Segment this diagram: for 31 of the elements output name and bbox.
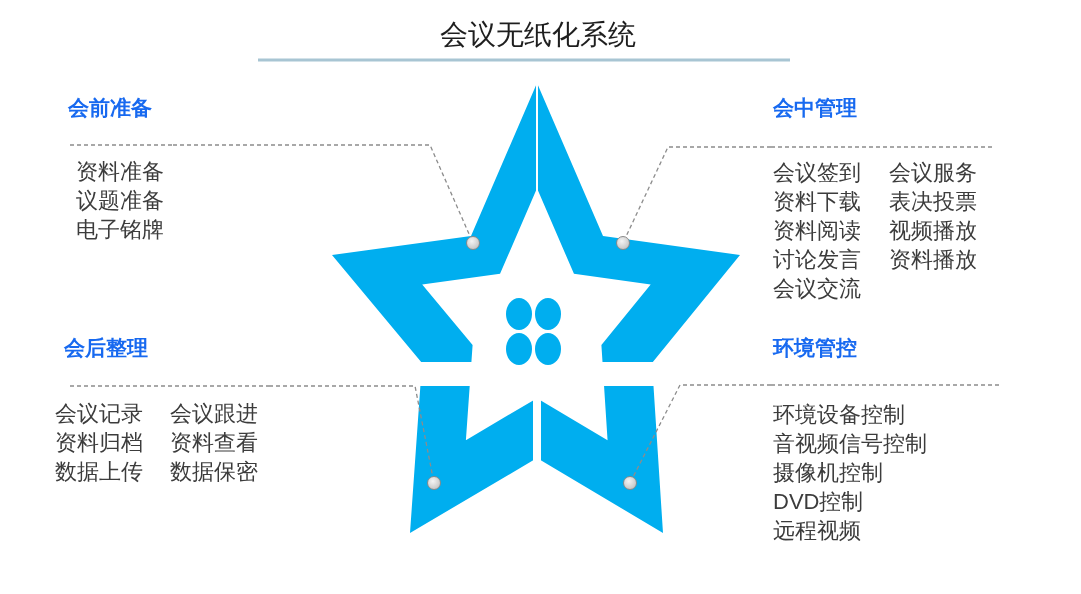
list-item: DVD控制	[773, 488, 864, 516]
list-item: 资料播放	[889, 246, 977, 274]
list-item: 资料归档	[55, 429, 143, 457]
list-item: 会议交流	[773, 275, 861, 303]
list-item: 会议服务	[889, 159, 977, 187]
list-item: 会议记录	[55, 400, 143, 428]
list-item: 资料查看	[170, 429, 258, 457]
section-heading: 会后整理	[64, 335, 148, 361]
section-heading: 会前准备	[68, 95, 152, 121]
leader-line	[632, 384, 772, 478]
dot-marker	[616, 236, 630, 250]
list-item: 资料准备	[76, 158, 164, 186]
list-item: 议题准备	[76, 187, 164, 215]
list-item: 电子铭牌	[76, 216, 164, 244]
list-item: 资料阅读	[773, 217, 861, 245]
section-heading: 会中管理	[773, 95, 857, 121]
list-item: 会议签到	[773, 159, 861, 187]
title: 会议无纸化系统	[439, 19, 636, 50]
list-item: 数据保密	[170, 458, 258, 486]
list-item: 表决投票	[889, 188, 977, 216]
list-item: 视频播放	[889, 217, 977, 245]
list-item: 数据上传	[55, 458, 143, 486]
list-item: 环境设备控制	[773, 401, 905, 429]
list-item: 会议跟进	[170, 400, 258, 428]
list-item: 摄像机控制	[773, 459, 883, 487]
section-heading: 环境管控	[773, 335, 857, 361]
leader-line	[625, 146, 772, 238]
list-item: 音视频信号控制	[773, 430, 927, 458]
list-item: 远程视频	[773, 517, 861, 545]
list-item: 讨论发言	[773, 246, 861, 274]
list-item: 资料下载	[773, 188, 861, 216]
